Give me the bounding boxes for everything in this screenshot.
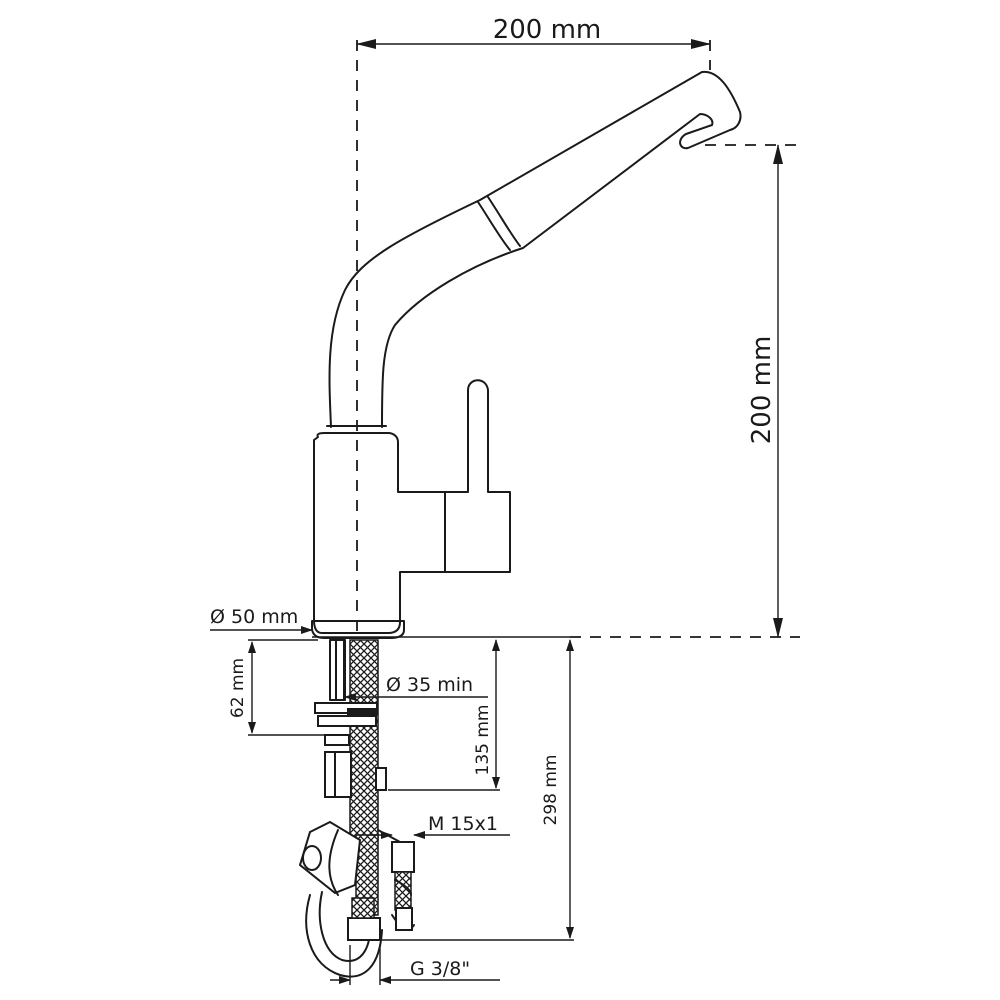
reference-lines bbox=[356, 40, 800, 640]
label-thread-height: 135 mm bbox=[473, 705, 493, 776]
label-hose-length: 298 mm bbox=[541, 755, 561, 826]
label-height-200: 200 mm bbox=[747, 336, 777, 445]
label-mount-depth: 62 mm bbox=[228, 658, 248, 718]
label-base-diameter: Ø 50 mm bbox=[210, 606, 298, 628]
dimension-labels: 200 mm 200 mm Ø 50 mm 62 mm Ø 35 min 135… bbox=[210, 15, 777, 980]
dimension-lines bbox=[210, 39, 783, 985]
label-width-200: 200 mm bbox=[493, 15, 602, 45]
hose-main bbox=[349, 639, 379, 841]
main-body bbox=[313, 379, 511, 634]
faucet-body bbox=[311, 70, 742, 639]
spout-arm bbox=[328, 70, 742, 428]
base-plate bbox=[311, 620, 405, 639]
label-hole-diameter: Ø 35 min bbox=[386, 674, 473, 696]
label-thread-metric: M 15x1 bbox=[428, 813, 498, 835]
label-thread-pipe: G 3/8" bbox=[410, 958, 470, 980]
under-counter-assembly bbox=[298, 639, 415, 978]
